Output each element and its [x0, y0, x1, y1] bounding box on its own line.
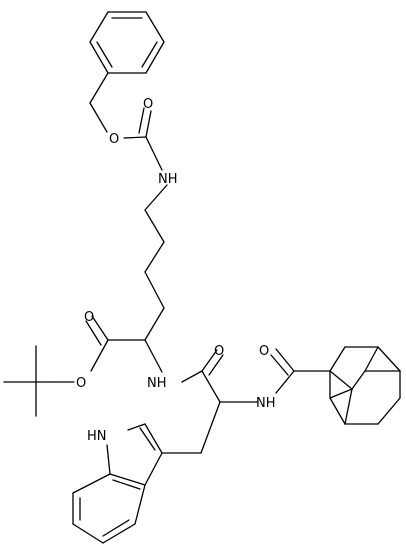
atom-label-adamantoyl-oxygen: O — [259, 344, 269, 359]
atom-label-carbamate-nh: NH — [158, 172, 178, 187]
atom-label-amide-nh-trp: NH — [256, 396, 276, 411]
atom-label-amide-nh-lys: NH — [147, 376, 167, 391]
atom-label-amide-oxygen: O — [214, 344, 224, 359]
atom-label-ester-carbonyl-oxygen: O — [84, 310, 94, 325]
atom-label-ester-tbu-oxygen: O — [76, 376, 86, 391]
atom-label-carbamate-carbonyl-oxygen: O — [143, 97, 153, 112]
atom-label-ester-oxygen: O — [109, 132, 119, 147]
atom-label-layer: O O NH O O NH O NH O HN — [76, 97, 276, 444]
bond-layer — [3, 11, 401, 544]
atom-label-indole-nh: HN — [87, 429, 107, 444]
